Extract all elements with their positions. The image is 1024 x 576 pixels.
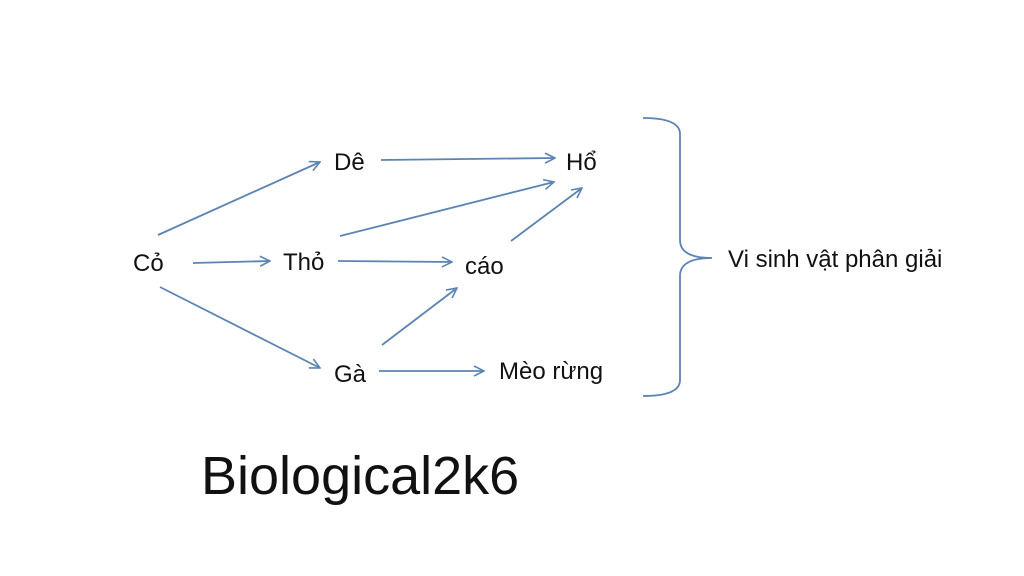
arrow-cao-to-ho: [510, 188, 582, 242]
node-tho: Thỏ: [283, 249, 324, 276]
node-ho: Hổ: [566, 149, 597, 176]
arrow-ga-to-cao: [381, 288, 457, 346]
node-co: Cỏ: [133, 250, 164, 277]
edges-layer: [157, 158, 582, 371]
node-meo-rung: Mèo rừng: [499, 358, 603, 385]
arrow-co-to-de: [157, 162, 320, 236]
arrow-co-to-tho: [192, 261, 270, 263]
node-cao: cáo: [465, 253, 504, 280]
footer-title: Biological2k6: [201, 446, 519, 506]
arrow-de-to-ho: [380, 158, 555, 160]
arrow-tho-to-ho: [339, 182, 554, 237]
arrow-co-to-ga: [159, 286, 320, 368]
decomposer-brace: [642, 117, 713, 397]
arrow-tho-to-cao: [337, 261, 452, 262]
decomposer-label: Vi sinh vật phân giải: [728, 246, 942, 273]
node-de: Dê: [334, 149, 365, 176]
node-ga: Gà: [334, 361, 367, 388]
